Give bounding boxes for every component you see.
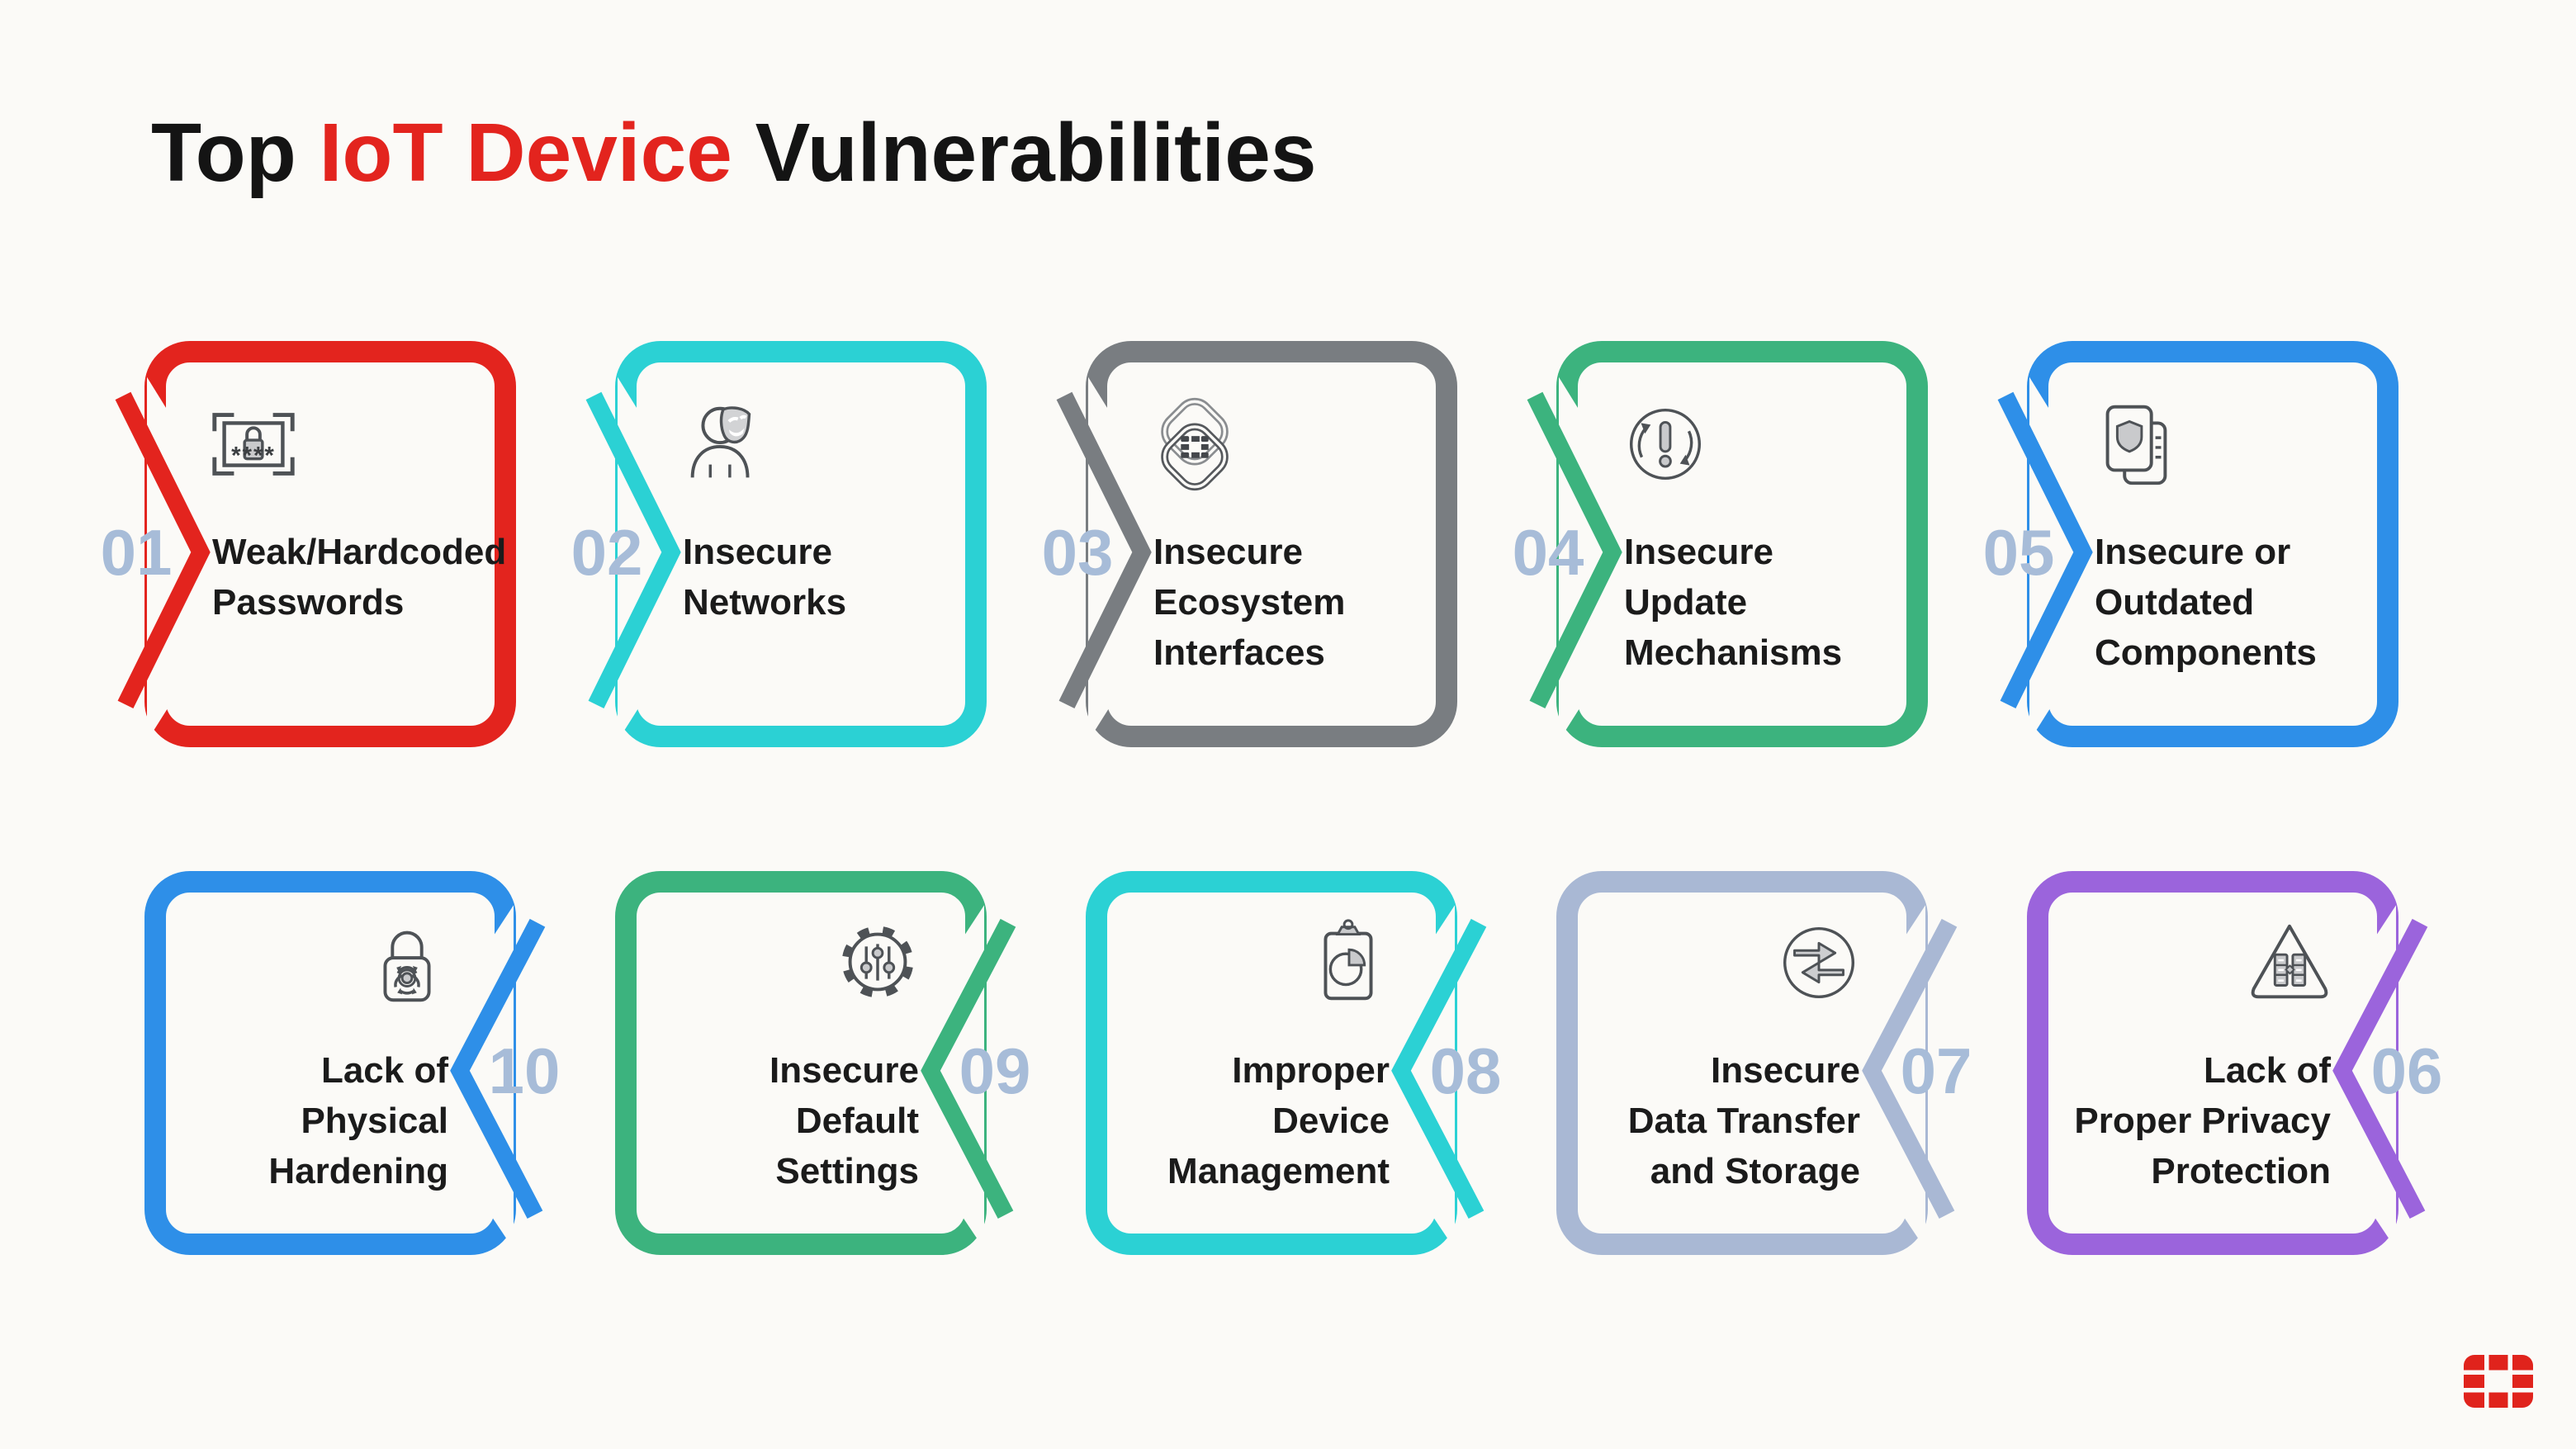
svg-text:****: **** [231,443,276,470]
card-number: 10 [488,1035,561,1107]
title-part1: Top [151,107,320,199]
card-01: **** 01 Weak/Hardcoded Passwords [101,341,516,747]
card-10: 10 Lack of Physical Hardening [144,871,560,1255]
card-04: 04 Insecure Update Mechanisms [1513,341,1928,747]
title-highlight: IoT Device [319,107,732,199]
card-label: Insecure Ecosystem Interfaces [1153,532,1346,673]
card-label: Insecure Update Mechanisms [1624,532,1843,673]
fortinet-logo [2464,1355,2533,1408]
card-07: 07 Insecure Data Transfer and Storage [1556,871,1972,1255]
card-label: Insecure or Outdated Components [2095,532,2317,673]
card-06: 06 Lack of Proper Privacy Protection [2027,871,2442,1255]
card-number: 09 [959,1035,1031,1107]
password-field-icon: **** [212,413,295,476]
card-label: Improper Device Management [1167,1050,1390,1191]
card-label: Insecure Networks [683,532,847,623]
card-05: 05 Insecure or Outdated Components [1983,341,2398,747]
update-warning-icon [1629,408,1702,481]
card-number: 05 [1982,516,2055,589]
card-number: 08 [1429,1035,1502,1107]
card-number: 02 [571,516,643,589]
card-frame [144,871,546,1255]
masked-person-icon [690,406,751,478]
card-label: Lack of Physical Hardening [268,1050,448,1191]
default-settings-icon [841,926,914,998]
card-09: 09 Insecure Default Settings [615,871,1030,1255]
outdated-components-icon [2105,405,2167,485]
card-03: 03 Insecure Ecosystem Interfaces [1042,341,1457,747]
ecosystem-knot-icon [1161,397,1229,491]
card-label: Insecure Default Settings [769,1050,919,1191]
card-number: 01 [100,516,173,589]
card-frame [1556,871,1958,1255]
card-frame [1086,871,1487,1255]
card-08: 08 Improper Device Management [1086,871,1501,1255]
card-number: 07 [1900,1035,1972,1107]
card-label: Insecure Data Transfer and Storage [1627,1050,1860,1191]
card-frame [115,341,516,747]
physical-hardening-icon [383,930,431,1002]
card-number: 04 [1512,516,1584,589]
title-part2: Vulnerabilities [732,107,1317,199]
card-number: 03 [1041,516,1114,589]
device-management-icon [1324,919,1373,1001]
card-label: Weak/Hardcoded Passwords [212,532,507,623]
card-02: 02 Insecure Networks [571,341,987,747]
card-number: 06 [2370,1035,2443,1107]
page-title: Top IoT Device Vulnerabilities [151,106,1316,201]
privacy-triangle-icon [2251,924,2328,999]
card-label: Lack of Proper Privacy Protection [2074,1050,2331,1191]
card-frame [1527,341,1928,747]
data-transfer-icon [1783,926,1855,999]
